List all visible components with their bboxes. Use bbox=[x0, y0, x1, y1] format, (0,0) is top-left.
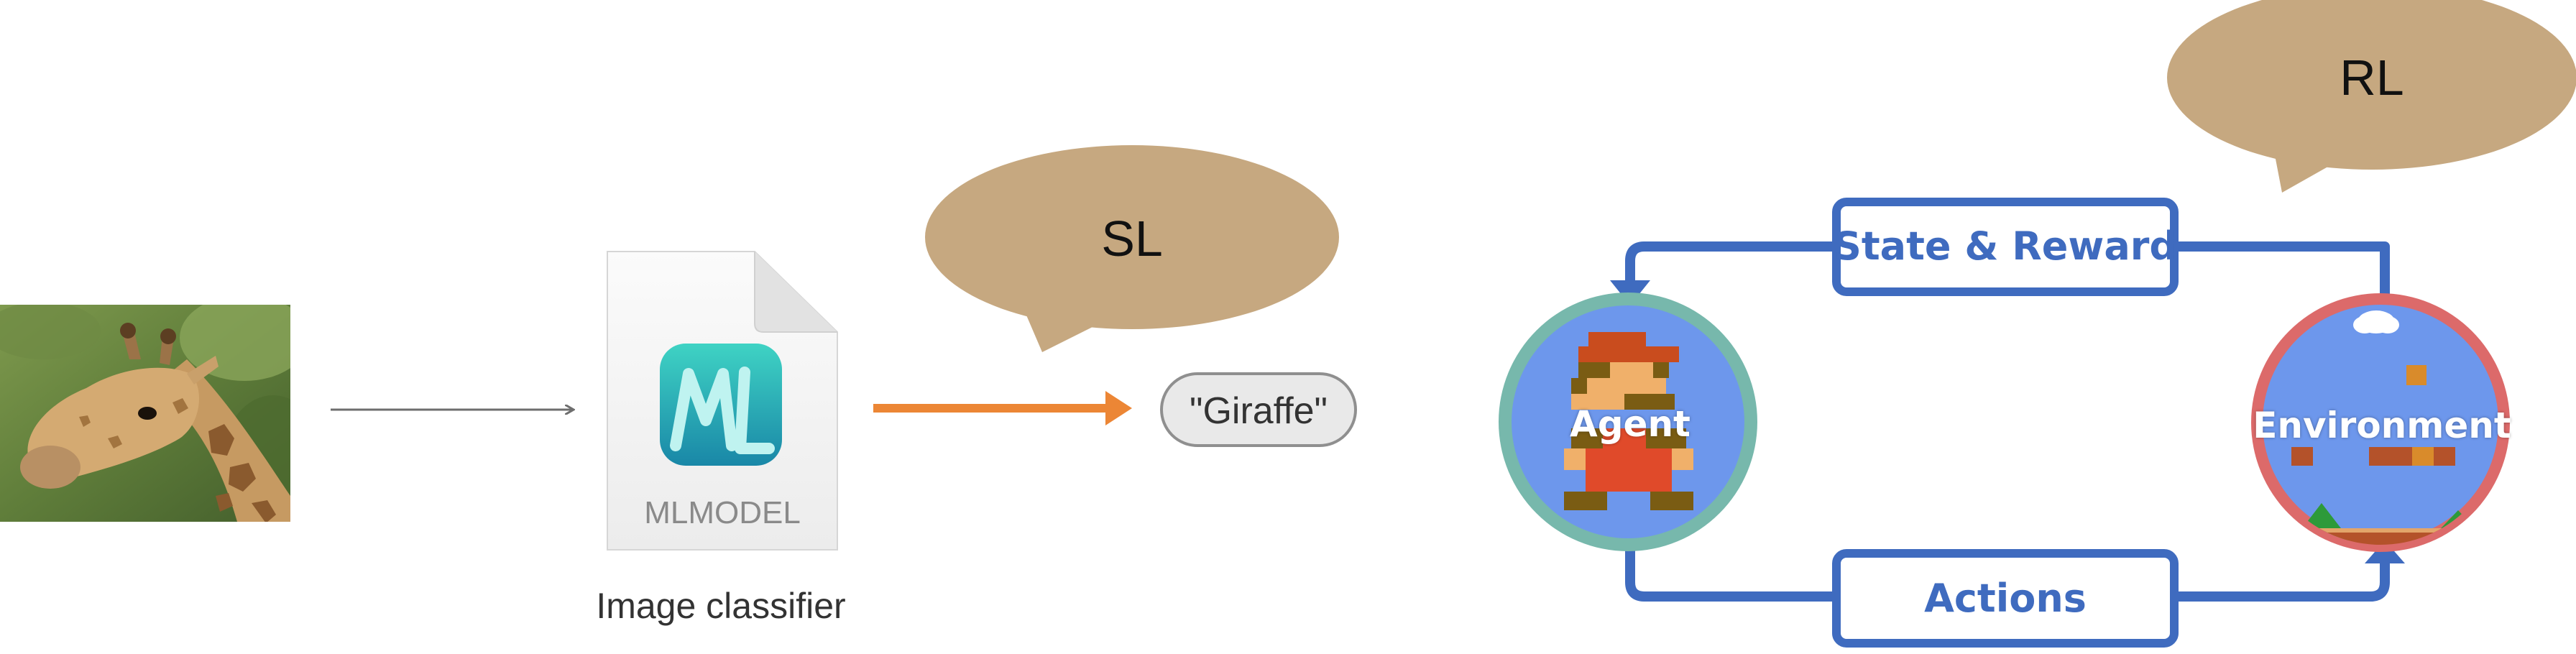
sl-speech-bubble bbox=[925, 145, 1339, 352]
state-reward-box bbox=[1832, 198, 2179, 296]
giraffe-photo bbox=[0, 305, 290, 522]
environment-label: Environment bbox=[2253, 405, 2511, 446]
environment-circle bbox=[2251, 293, 2510, 552]
output-pill bbox=[1160, 372, 1357, 447]
model-file-label: MLMODEL bbox=[644, 495, 801, 530]
rl-speech-bubble bbox=[2167, 0, 2576, 193]
state-reward-label: State & Reward bbox=[1833, 224, 2178, 269]
agent-label: Agent bbox=[1570, 403, 1690, 445]
actions-label: Actions bbox=[1924, 576, 2087, 621]
agent-circle bbox=[1499, 293, 1757, 551]
rl-label: RL bbox=[2340, 50, 2404, 106]
output-arrow bbox=[873, 391, 1132, 425]
actions-box bbox=[1832, 549, 2179, 648]
ml-model-file-icon bbox=[607, 251, 838, 551]
environment-arrow-head bbox=[2365, 540, 2405, 563]
mario-sprite bbox=[1564, 332, 1693, 510]
rl-loop-lines bbox=[1625, 241, 2390, 602]
model-caption: Image classifier bbox=[596, 586, 846, 626]
sl-label: SL bbox=[1101, 211, 1163, 267]
output-label: "Giraffe" bbox=[1189, 390, 1328, 432]
